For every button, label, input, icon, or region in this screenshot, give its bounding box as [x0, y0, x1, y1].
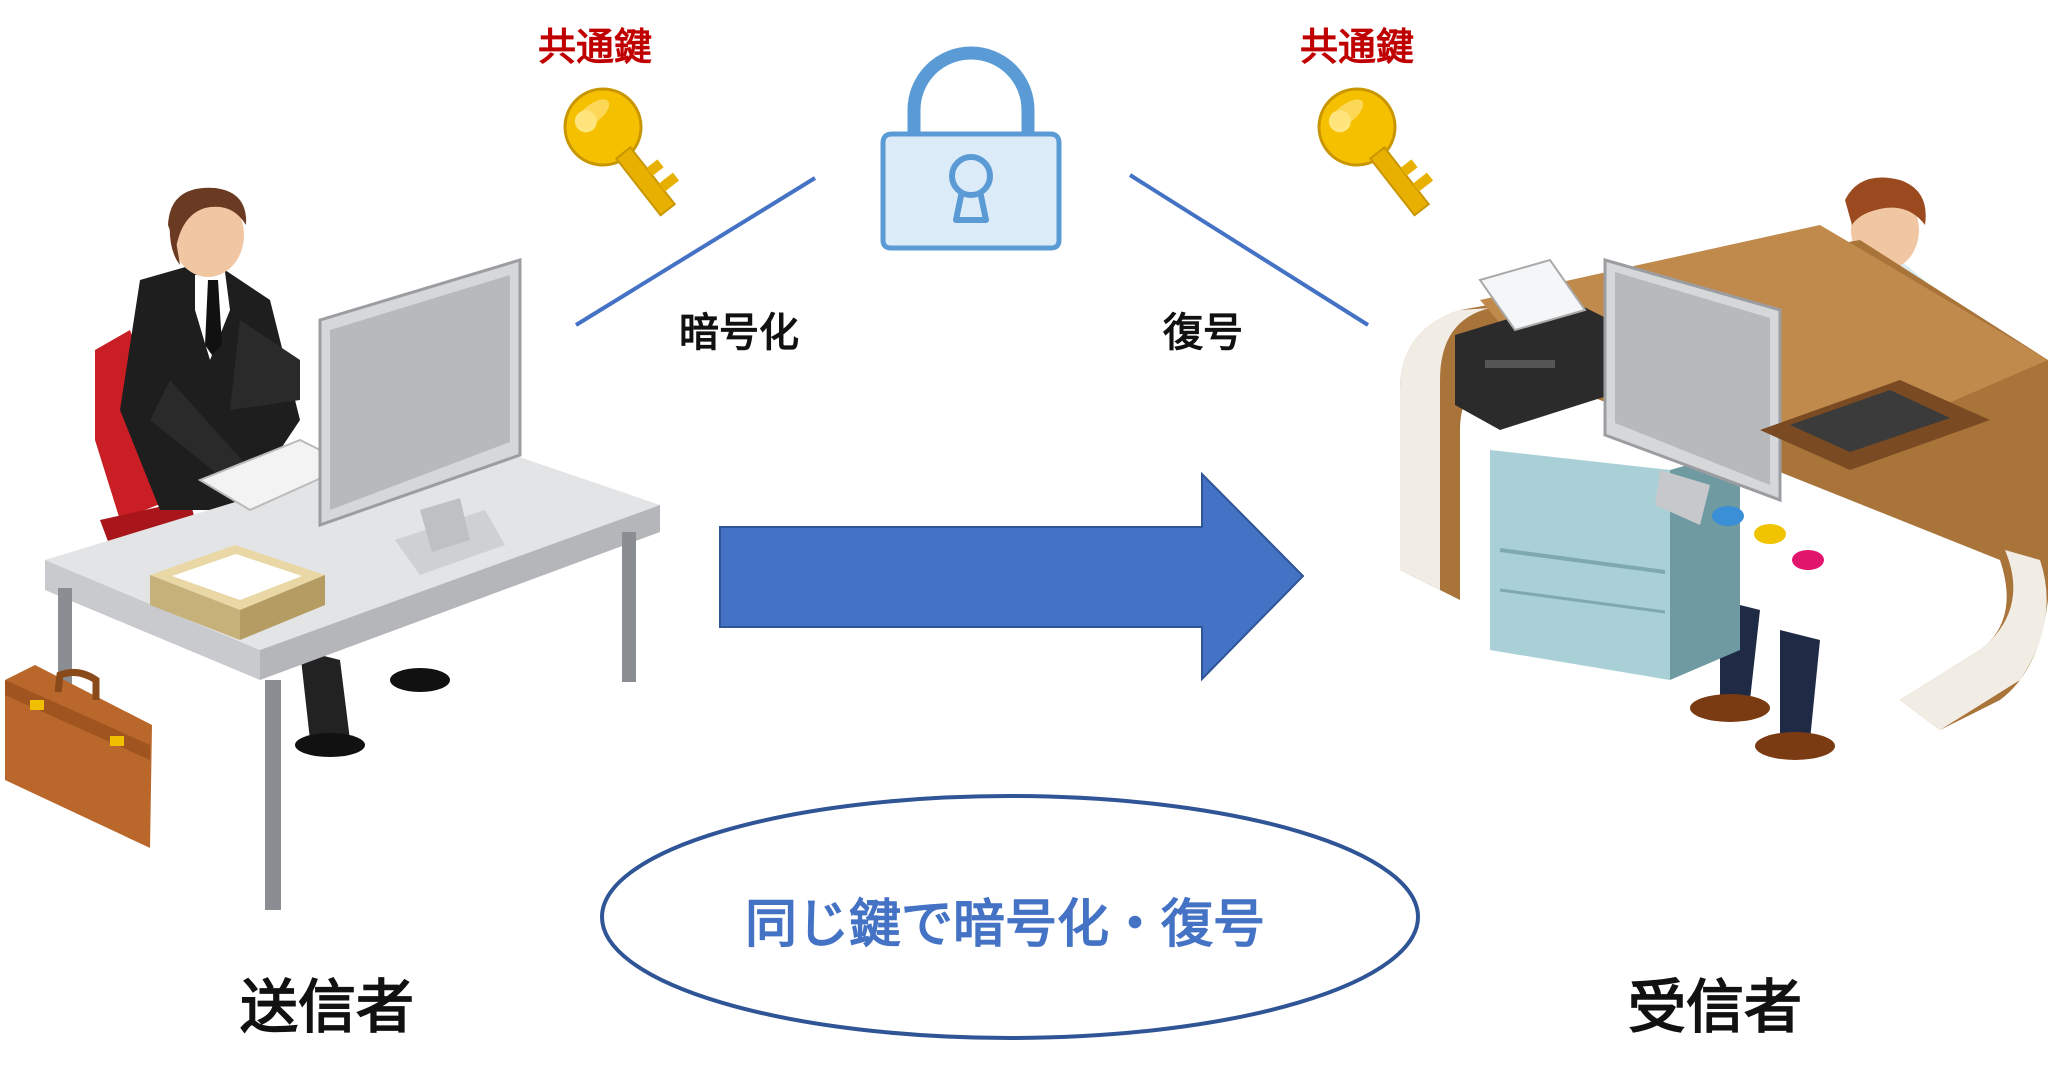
receiver-key-label: 共通鍵 [1300, 25, 1415, 69]
summary-ellipse [600, 794, 1420, 1040]
sender-illustration [5, 187, 660, 910]
key-icon [563, 87, 680, 217]
receiver-label: 受信者 [1628, 973, 1803, 1041]
receiver-illustration [1400, 177, 2048, 760]
encrypt-label: 暗号化 [679, 310, 799, 356]
encrypt-line [574, 176, 817, 327]
summary-text: 同じ鍵で暗号化・復号 [745, 895, 1266, 955]
sender-label: 送信者 [240, 973, 415, 1041]
decrypt-label: 復号 [1163, 310, 1243, 356]
padlock-icon [880, 46, 1062, 251]
decrypt-line [1128, 173, 1370, 327]
sender-key-label: 共通鍵 [538, 25, 653, 69]
right-arrow [719, 471, 1305, 682]
key-icon [1317, 87, 1434, 217]
